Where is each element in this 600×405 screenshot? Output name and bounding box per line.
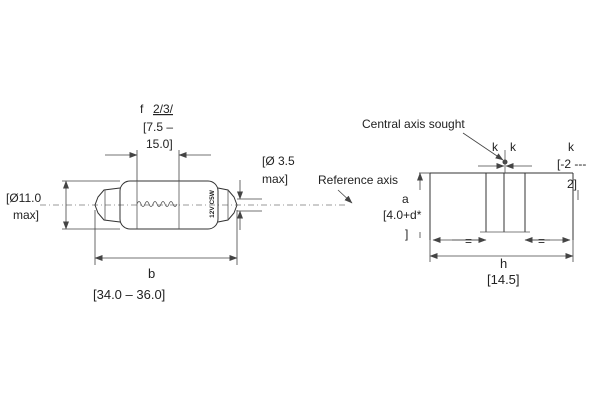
- b-label: b: [148, 266, 155, 281]
- outer-dia-line1: [Ø11.0: [6, 191, 41, 205]
- k-right-label: k: [510, 140, 517, 154]
- central-axis-arrow: [462, 132, 504, 161]
- central-axis-label: Central axis sought: [362, 117, 465, 131]
- f-value-line1: [7.5 –: [143, 120, 173, 134]
- equal-left: =: [465, 234, 472, 248]
- tip-dia-line1: [Ø 3.5: [262, 154, 295, 168]
- tip-dia-line2: max]: [262, 172, 288, 186]
- k-value-line2: 2]: [567, 177, 577, 191]
- reference-axis-label: Reference axis: [318, 173, 398, 187]
- lamp-marking: 12V C5W: [209, 189, 216, 218]
- equal-right: =: [538, 234, 545, 248]
- left-cap: [94, 187, 121, 223]
- lamp-side-view: 12V C5W f 2/3/ [7.5 – 15.0] [Ø11.0 max] …: [6, 102, 345, 302]
- b-value: [34.0 – 36.0]: [93, 287, 165, 302]
- f-label: f: [140, 102, 144, 116]
- reference-axis-arrow: [337, 189, 353, 204]
- k-left-label: k: [492, 140, 499, 154]
- h-value: [14.5]: [487, 272, 520, 287]
- h-label: h: [500, 256, 507, 271]
- f-value-line2: 15.0]: [146, 137, 173, 151]
- filament-coil: [136, 201, 178, 207]
- filament-position-detail: Reference axis Central axis sought k k a…: [318, 117, 586, 287]
- a-value-line2: ]: [405, 227, 408, 241]
- k-side-label: k: [568, 140, 575, 154]
- k-value-line1: [-2 ---: [557, 157, 586, 171]
- f-reference-notes: 2/3/: [153, 102, 174, 116]
- glass-bulb: [119, 180, 219, 230]
- a-value-line1: [4.0+d*: [383, 208, 422, 222]
- a-label: a: [402, 192, 409, 206]
- outer-dia-line2: max]: [13, 208, 39, 222]
